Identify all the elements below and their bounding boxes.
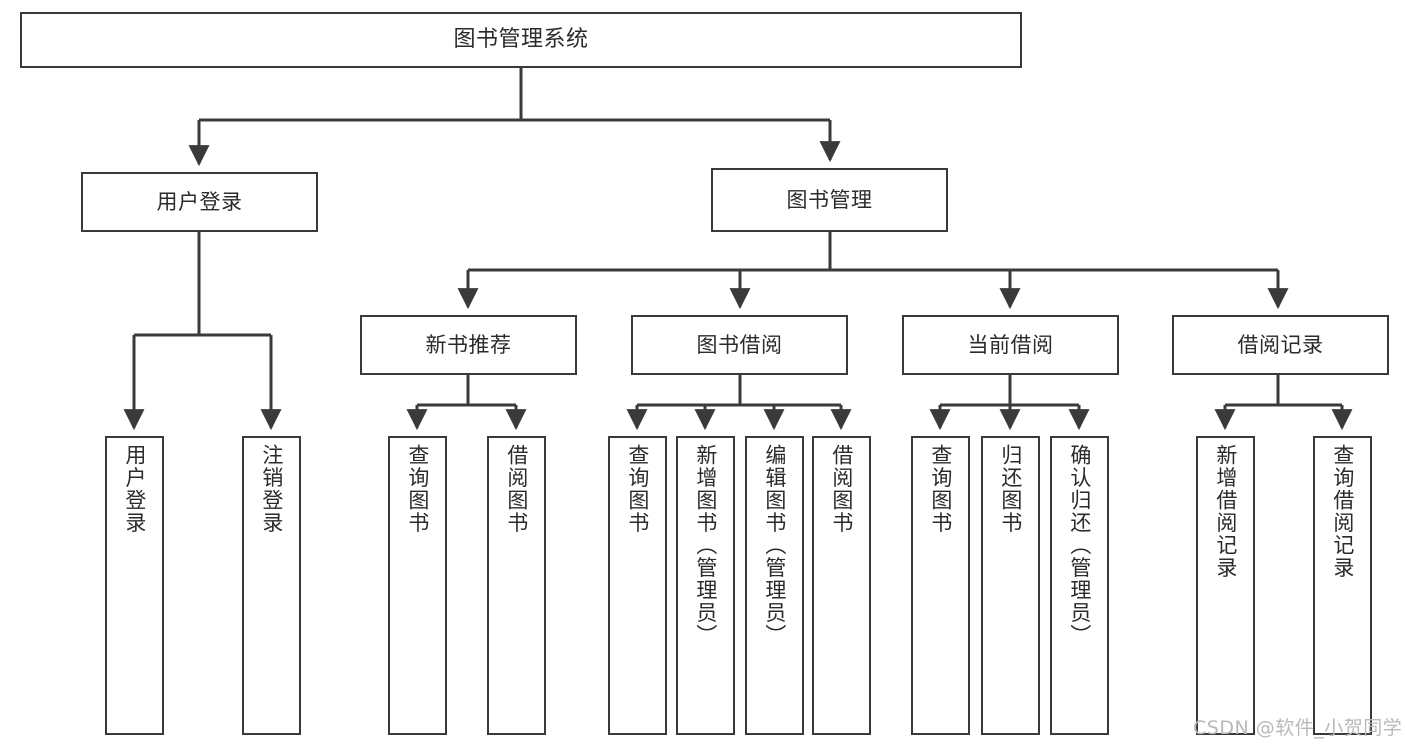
node-leaf-query-book-current-label: 查询图书 xyxy=(928,444,953,534)
node-leaf-query-book-borrow[interactable]: 查询图书 xyxy=(608,436,667,735)
node-leaf-confirm-return-admin-label: 确认归还（管理员） xyxy=(1067,444,1092,647)
node-root[interactable]: 图书管理系统 xyxy=(20,12,1022,68)
node-leaf-add-borrow-record[interactable]: 新增借阅记录 xyxy=(1196,436,1255,735)
node-leaf-borrow-book-new[interactable]: 借阅图书 xyxy=(487,436,546,735)
node-root-label: 图书管理系统 xyxy=(453,27,589,53)
node-leaf-edit-book-admin[interactable]: 编辑图书（管理员） xyxy=(745,436,804,735)
node-leaf-add-book-admin[interactable]: 新增图书（管理员） xyxy=(676,436,735,735)
node-book-management-label: 图书管理 xyxy=(786,187,873,212)
node-leaf-logout[interactable]: 注销登录 xyxy=(242,436,301,735)
node-leaf-query-book-new-label: 查询图书 xyxy=(405,444,430,534)
node-leaf-add-borrow-record-label: 新增借阅记录 xyxy=(1213,444,1238,579)
node-leaf-query-book-borrow-label: 查询图书 xyxy=(625,444,650,534)
node-new-book-recommend-label: 新书推荐 xyxy=(425,332,512,357)
node-borrow-records[interactable]: 借阅记录 xyxy=(1172,315,1389,375)
node-leaf-borrow-book-new-label: 借阅图书 xyxy=(504,444,529,534)
node-leaf-user-login[interactable]: 用户登录 xyxy=(105,436,164,735)
node-user-login[interactable]: 用户登录 xyxy=(81,172,318,232)
node-book-borrow-label: 图书借阅 xyxy=(696,332,783,357)
node-book-management[interactable]: 图书管理 xyxy=(711,168,948,232)
node-leaf-confirm-return-admin[interactable]: 确认归还（管理员） xyxy=(1050,436,1109,735)
node-new-book-recommend[interactable]: 新书推荐 xyxy=(360,315,577,375)
node-leaf-add-book-admin-label: 新增图书（管理员） xyxy=(693,444,718,647)
node-leaf-query-borrow-record[interactable]: 查询借阅记录 xyxy=(1313,436,1372,735)
node-leaf-borrow-book[interactable]: 借阅图书 xyxy=(812,436,871,735)
node-leaf-logout-label: 注销登录 xyxy=(259,444,284,534)
node-leaf-query-borrow-record-label: 查询借阅记录 xyxy=(1330,444,1355,579)
node-leaf-edit-book-admin-label: 编辑图书（管理员） xyxy=(762,444,787,647)
node-leaf-return-book[interactable]: 归还图书 xyxy=(981,436,1040,735)
node-leaf-return-book-label: 归还图书 xyxy=(998,444,1023,534)
node-leaf-query-book-new[interactable]: 查询图书 xyxy=(388,436,447,735)
node-leaf-query-book-current[interactable]: 查询图书 xyxy=(911,436,970,735)
csdn-watermark: CSDN @软件_小贺同学 xyxy=(1193,717,1403,739)
node-leaf-user-login-label: 用户登录 xyxy=(122,444,147,534)
node-book-borrow[interactable]: 图书借阅 xyxy=(631,315,848,375)
node-current-borrow-label: 当前借阅 xyxy=(967,332,1054,357)
node-borrow-records-label: 借阅记录 xyxy=(1237,332,1324,357)
node-current-borrow[interactable]: 当前借阅 xyxy=(902,315,1119,375)
node-leaf-borrow-book-label: 借阅图书 xyxy=(829,444,854,534)
node-user-login-label: 用户登录 xyxy=(156,189,243,214)
